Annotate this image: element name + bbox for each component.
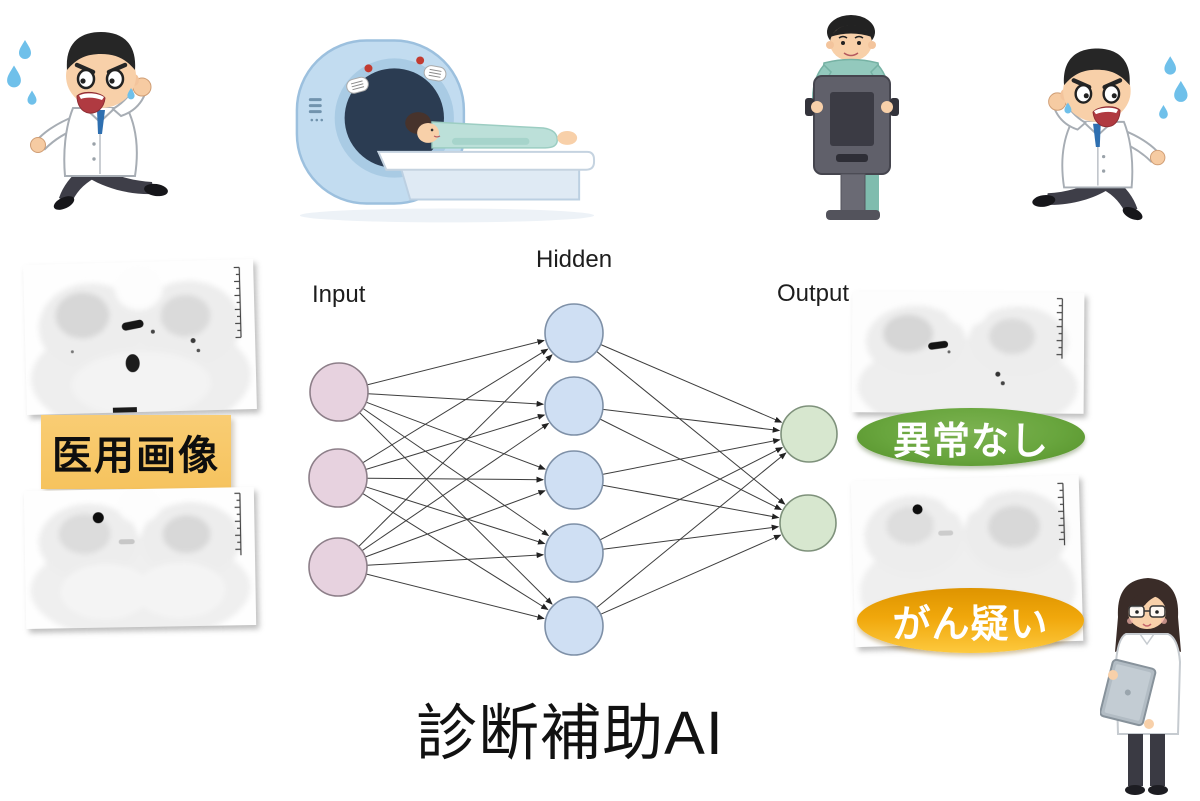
network-edge	[365, 486, 546, 545]
hidden-node	[544, 450, 604, 510]
network-edge	[602, 484, 780, 520]
network-edge	[358, 354, 553, 547]
network-edge	[600, 344, 783, 423]
hidden-node	[544, 523, 604, 583]
input-node	[308, 537, 368, 597]
network-edge	[365, 490, 546, 558]
page-title: 診断補助AI	[416, 699, 724, 767]
ct-scanner-icon	[295, 39, 596, 223]
network-edge	[359, 412, 553, 605]
medical-image-label: 医用画像	[41, 415, 231, 489]
network-edge	[599, 418, 783, 511]
output-layer-label: Output	[777, 280, 850, 307]
cancer-suspected-badge: がん疑い	[857, 588, 1084, 653]
female-doctor-illustration	[1100, 572, 1196, 801]
network-edge	[599, 447, 784, 541]
pet-scan-top-right	[851, 291, 1085, 414]
network-edge	[600, 534, 782, 615]
network-edge	[365, 573, 545, 620]
xray-technician-icon	[805, 15, 899, 220]
network-edge	[362, 492, 549, 611]
output-node	[780, 405, 838, 463]
network-edge	[366, 401, 546, 470]
network-edge	[602, 524, 780, 550]
output-node	[779, 494, 837, 552]
pet-scan-bottom-left	[23, 487, 257, 629]
hidden-node	[544, 596, 604, 656]
network-edge	[362, 407, 550, 537]
input-node	[308, 448, 368, 508]
network-edge	[362, 348, 549, 464]
network-edge	[361, 422, 550, 552]
network-edge	[596, 452, 787, 609]
input-layer-label: Input	[312, 281, 366, 308]
female-doctor-tablet-icon	[1100, 578, 1182, 795]
input-node	[309, 362, 369, 422]
network-edge	[365, 414, 546, 470]
network-edge	[366, 339, 545, 386]
hidden-layer-label: Hidden	[536, 246, 613, 273]
hidden-node	[544, 303, 604, 363]
pet-scan-top-left	[23, 259, 257, 415]
network-edge	[602, 408, 781, 433]
no-abnormality-badge: 異常なし	[857, 408, 1085, 466]
network-edge	[596, 350, 786, 505]
network-edge	[367, 393, 545, 407]
hidden-node	[544, 376, 604, 436]
network-edge	[602, 438, 781, 475]
network-edge	[366, 552, 545, 566]
ct-scanner-illustration	[283, 26, 601, 226]
network-edge	[366, 476, 544, 483]
xray-technician-illustration	[793, 10, 907, 223]
